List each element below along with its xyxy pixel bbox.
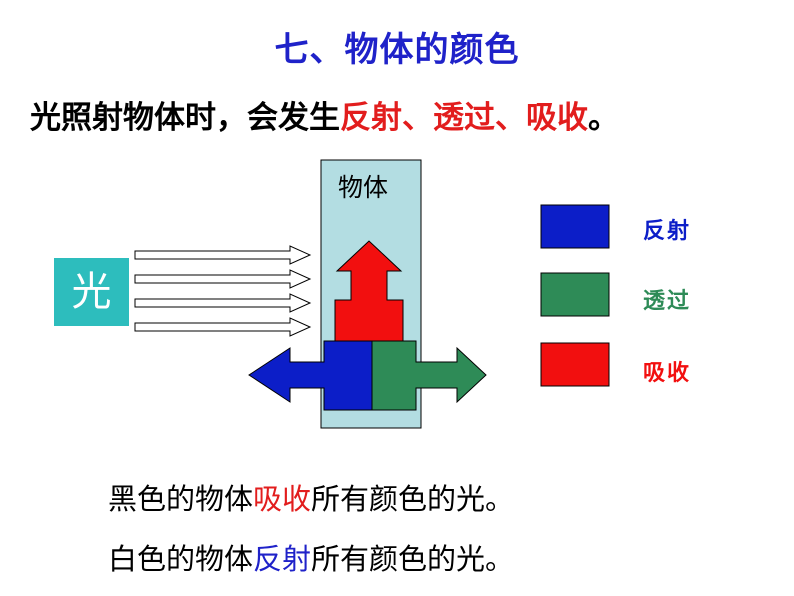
absorb-arrow [334, 240, 404, 342]
statement-black: 黑色的物体吸收所有颜色的光。 [108, 476, 514, 518]
legend-swatch-reflect [540, 204, 610, 249]
legend-label-absorb: 吸收 [643, 361, 692, 386]
legend-swatch-absorb [540, 342, 610, 387]
intro-suffix: 。 [588, 100, 619, 136]
light-arrow-4 [134, 317, 312, 337]
legend-label-reflect: 反射 [643, 219, 692, 244]
incoming-light-arrows [134, 245, 312, 337]
intro-prefix: 光照射物体时，会发生 [30, 100, 340, 136]
statement-black-highlight: 吸收 [253, 482, 312, 516]
statement-white-highlight: 反射 [253, 542, 312, 576]
intro-highlight: 反射、透过、吸收 [340, 100, 588, 136]
statement-black-suffix: 所有颜色的光。 [311, 482, 515, 516]
reflect-arrow [248, 340, 373, 411]
statement-white-prefix: 白色的物体 [108, 542, 254, 576]
light-arrow-3 [134, 293, 312, 313]
statement-white-suffix: 所有颜色的光。 [311, 542, 515, 576]
light-source-box: 光 [54, 258, 129, 326]
statement-black-prefix: 黑色的物体 [108, 482, 254, 516]
object-label: 物体 [338, 173, 389, 202]
transmit-arrow [371, 340, 487, 411]
light-arrow-1 [134, 245, 312, 265]
intro-sentence: 光照射物体时，会发生反射、透过、吸收。 [30, 92, 619, 137]
light-label: 光 [71, 269, 112, 315]
statement-white: 白色的物体反射所有颜色的光。 [108, 536, 514, 578]
light-arrow-2 [134, 269, 312, 289]
legend-label-transmit: 透过 [643, 289, 692, 314]
legend-swatch-transmit [540, 272, 610, 317]
page-title: 七、物体的颜色 [274, 30, 520, 70]
